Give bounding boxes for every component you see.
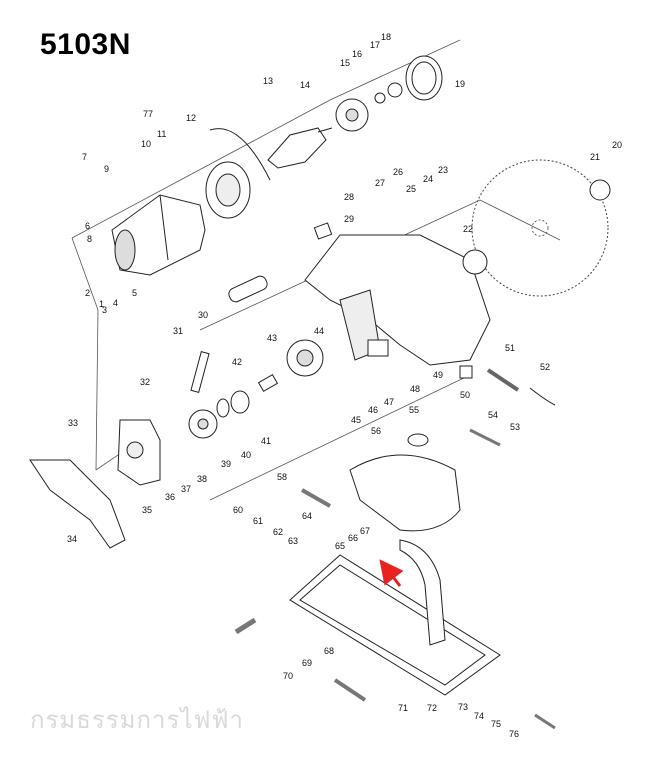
handle-assembly xyxy=(29,419,161,549)
part-number: 54 xyxy=(488,410,498,420)
part-number: 29 xyxy=(344,214,354,224)
part-number: 37 xyxy=(181,484,191,494)
part-number: 65 xyxy=(335,541,345,551)
part-number: 32 xyxy=(140,377,150,387)
fan xyxy=(335,98,369,132)
part-number: 28 xyxy=(344,192,354,202)
part-number: 31 xyxy=(173,326,183,336)
part-number: 2 xyxy=(85,288,90,298)
part-number: 14 xyxy=(300,80,310,90)
part-number: 48 xyxy=(410,384,420,394)
part-number: 40 xyxy=(241,450,251,460)
part-number: 66 xyxy=(348,533,358,543)
part-number: 3 xyxy=(102,305,107,315)
blade-guard xyxy=(304,234,491,366)
part-number: 77 xyxy=(143,109,153,119)
part-number: 26 xyxy=(393,167,403,177)
bearing-and-ring xyxy=(374,55,443,104)
part-number: 6 xyxy=(85,221,90,231)
part-number: 4 xyxy=(113,298,118,308)
highlight-arrow xyxy=(379,559,404,587)
part-number: 19 xyxy=(455,79,465,89)
part-number: 21 xyxy=(590,152,600,162)
part-number: 49 xyxy=(433,370,443,380)
part-number: 51 xyxy=(505,343,515,353)
part-number: 8 xyxy=(87,234,92,244)
part-number: 58 xyxy=(277,472,287,482)
part-number: 62 xyxy=(273,527,283,537)
part-number: 74 xyxy=(474,711,484,721)
part-number: 36 xyxy=(165,492,175,502)
part-number: 63 xyxy=(288,536,298,546)
lower-guard xyxy=(349,454,461,532)
part-number: 45 xyxy=(351,415,361,425)
part-number: 72 xyxy=(427,703,437,713)
part-number: 43 xyxy=(267,333,277,343)
part-number: 30 xyxy=(198,310,208,320)
gear-train xyxy=(188,339,324,439)
part-number: 23 xyxy=(438,165,448,175)
part-number: 60 xyxy=(233,505,243,515)
part-number: 11 xyxy=(157,129,166,139)
part-number: 55 xyxy=(409,405,419,415)
small-parts xyxy=(190,179,611,730)
part-number: 10 xyxy=(141,139,151,149)
part-number: 7 xyxy=(82,152,87,162)
part-number: 34 xyxy=(67,534,77,544)
part-number: 56 xyxy=(371,426,381,436)
watermark: กรมธรรมการไฟฟ้า xyxy=(30,706,244,734)
part-number: 61 xyxy=(253,516,263,526)
part-number: 71 xyxy=(398,703,408,713)
part-number: 35 xyxy=(142,505,152,515)
part-number: 70 xyxy=(283,671,293,681)
saw-blade xyxy=(471,159,609,297)
part-number: 73 xyxy=(458,702,468,712)
part-number: 5 xyxy=(132,288,137,298)
base-plate xyxy=(289,539,501,696)
part-number: 52 xyxy=(540,362,550,372)
part-number: 39 xyxy=(221,459,231,469)
part-number: 17 xyxy=(370,40,380,50)
part-number: 24 xyxy=(423,174,433,184)
armature xyxy=(267,127,333,169)
part-number: 46 xyxy=(368,405,378,415)
part-number: 42 xyxy=(232,357,242,367)
part-number: 64 xyxy=(302,511,312,521)
part-number: 20 xyxy=(612,140,622,150)
part-number: 41 xyxy=(261,436,271,446)
part-number: 18 xyxy=(381,32,391,42)
part-number: 16 xyxy=(352,49,362,59)
part-number: 9 xyxy=(104,164,109,174)
part-number: 22 xyxy=(463,224,473,234)
model-title: 5103N xyxy=(40,28,131,61)
part-number: 1 xyxy=(99,299,104,309)
part-number-labels: 1 2 3 4 5 6 7 8 9 10 11 12 13 14 15 16 1… xyxy=(67,32,622,739)
part-number: 38 xyxy=(197,474,207,484)
part-number: 27 xyxy=(375,178,385,188)
part-number: 13 xyxy=(263,76,273,86)
part-number: 15 xyxy=(340,58,350,68)
motor-housing xyxy=(111,194,206,276)
part-number: 44 xyxy=(314,326,324,336)
part-number: 33 xyxy=(68,418,78,428)
part-number: 69 xyxy=(302,658,312,668)
part-number: 67 xyxy=(360,526,370,536)
part-number: 47 xyxy=(384,397,394,407)
part-number: 75 xyxy=(491,719,501,729)
part-number: 76 xyxy=(509,729,519,739)
stator xyxy=(205,128,271,219)
part-number: 53 xyxy=(510,422,520,432)
part-number: 12 xyxy=(186,113,196,123)
part-number: 50 xyxy=(460,390,470,400)
part-number: 68 xyxy=(324,646,334,656)
part-number: 25 xyxy=(406,184,416,194)
